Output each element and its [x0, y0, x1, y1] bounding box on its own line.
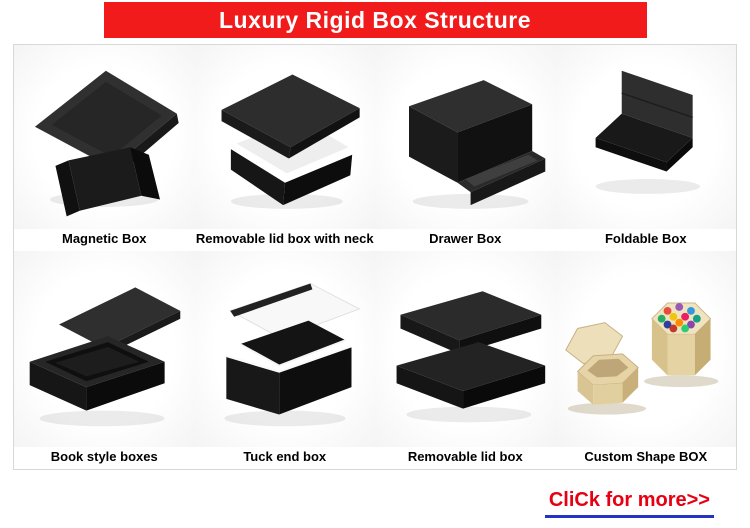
tuck-end-box-image [224, 282, 361, 427]
custom-shape-box-image [564, 302, 719, 415]
product-drawer-box: Drawer Box [375, 45, 556, 251]
custom-shape-box-photo [555, 251, 736, 447]
magnetic-box-photo [14, 45, 195, 229]
book-style-box-image [29, 287, 181, 427]
page-title: Luxury Rigid Box Structure [218, 6, 532, 33]
product-label: Drawer Box [429, 231, 502, 246]
click-for-more-link[interactable]: CliCk for more>> [544, 489, 714, 518]
drawer-box-photo [375, 45, 556, 229]
product-label: Tuck end box [243, 449, 327, 464]
product-grid: Magnetic Box Removable lid box with neck [13, 44, 737, 470]
product-book-style-boxes: Book style boxes [14, 251, 195, 469]
drawer-box-image [409, 80, 546, 209]
foldable-box-photo [555, 45, 736, 229]
foldable-box-image [595, 70, 700, 194]
product-removable-lid-box: Removable lid box [375, 251, 556, 469]
magnetic-box-image [35, 70, 179, 217]
header-banner: Luxury Rigid Box Structure [103, 2, 647, 38]
product-label: Magnetic Box [61, 231, 147, 246]
removable-lid-neck-image [221, 74, 360, 209]
book-style-box-photo [14, 251, 195, 447]
product-magnetic-box: Magnetic Box [14, 45, 195, 251]
tuck-end-box-photo [194, 251, 375, 447]
product-foldable-box: Foldable Box [555, 45, 736, 251]
removable-lid-box-photo [375, 251, 556, 447]
removable-lid-neck-photo [194, 45, 375, 229]
product-label: Custom Shape BOX [584, 449, 708, 464]
product-custom-shape-box: Custom Shape BOX [555, 251, 736, 469]
removable-lid-box-image [396, 291, 546, 423]
product-removable-lid-box-with-neck: Removable lid box with neck [194, 45, 375, 251]
product-label: Removable lid box with neck [195, 231, 374, 246]
product-label: Foldable Box [604, 231, 687, 246]
product-label: Removable lid box [407, 449, 523, 464]
header: Luxury Rigid Box Structure [0, 2, 750, 38]
product-tuck-end-box: Tuck end box [194, 251, 375, 469]
product-label: Book style boxes [50, 449, 158, 464]
